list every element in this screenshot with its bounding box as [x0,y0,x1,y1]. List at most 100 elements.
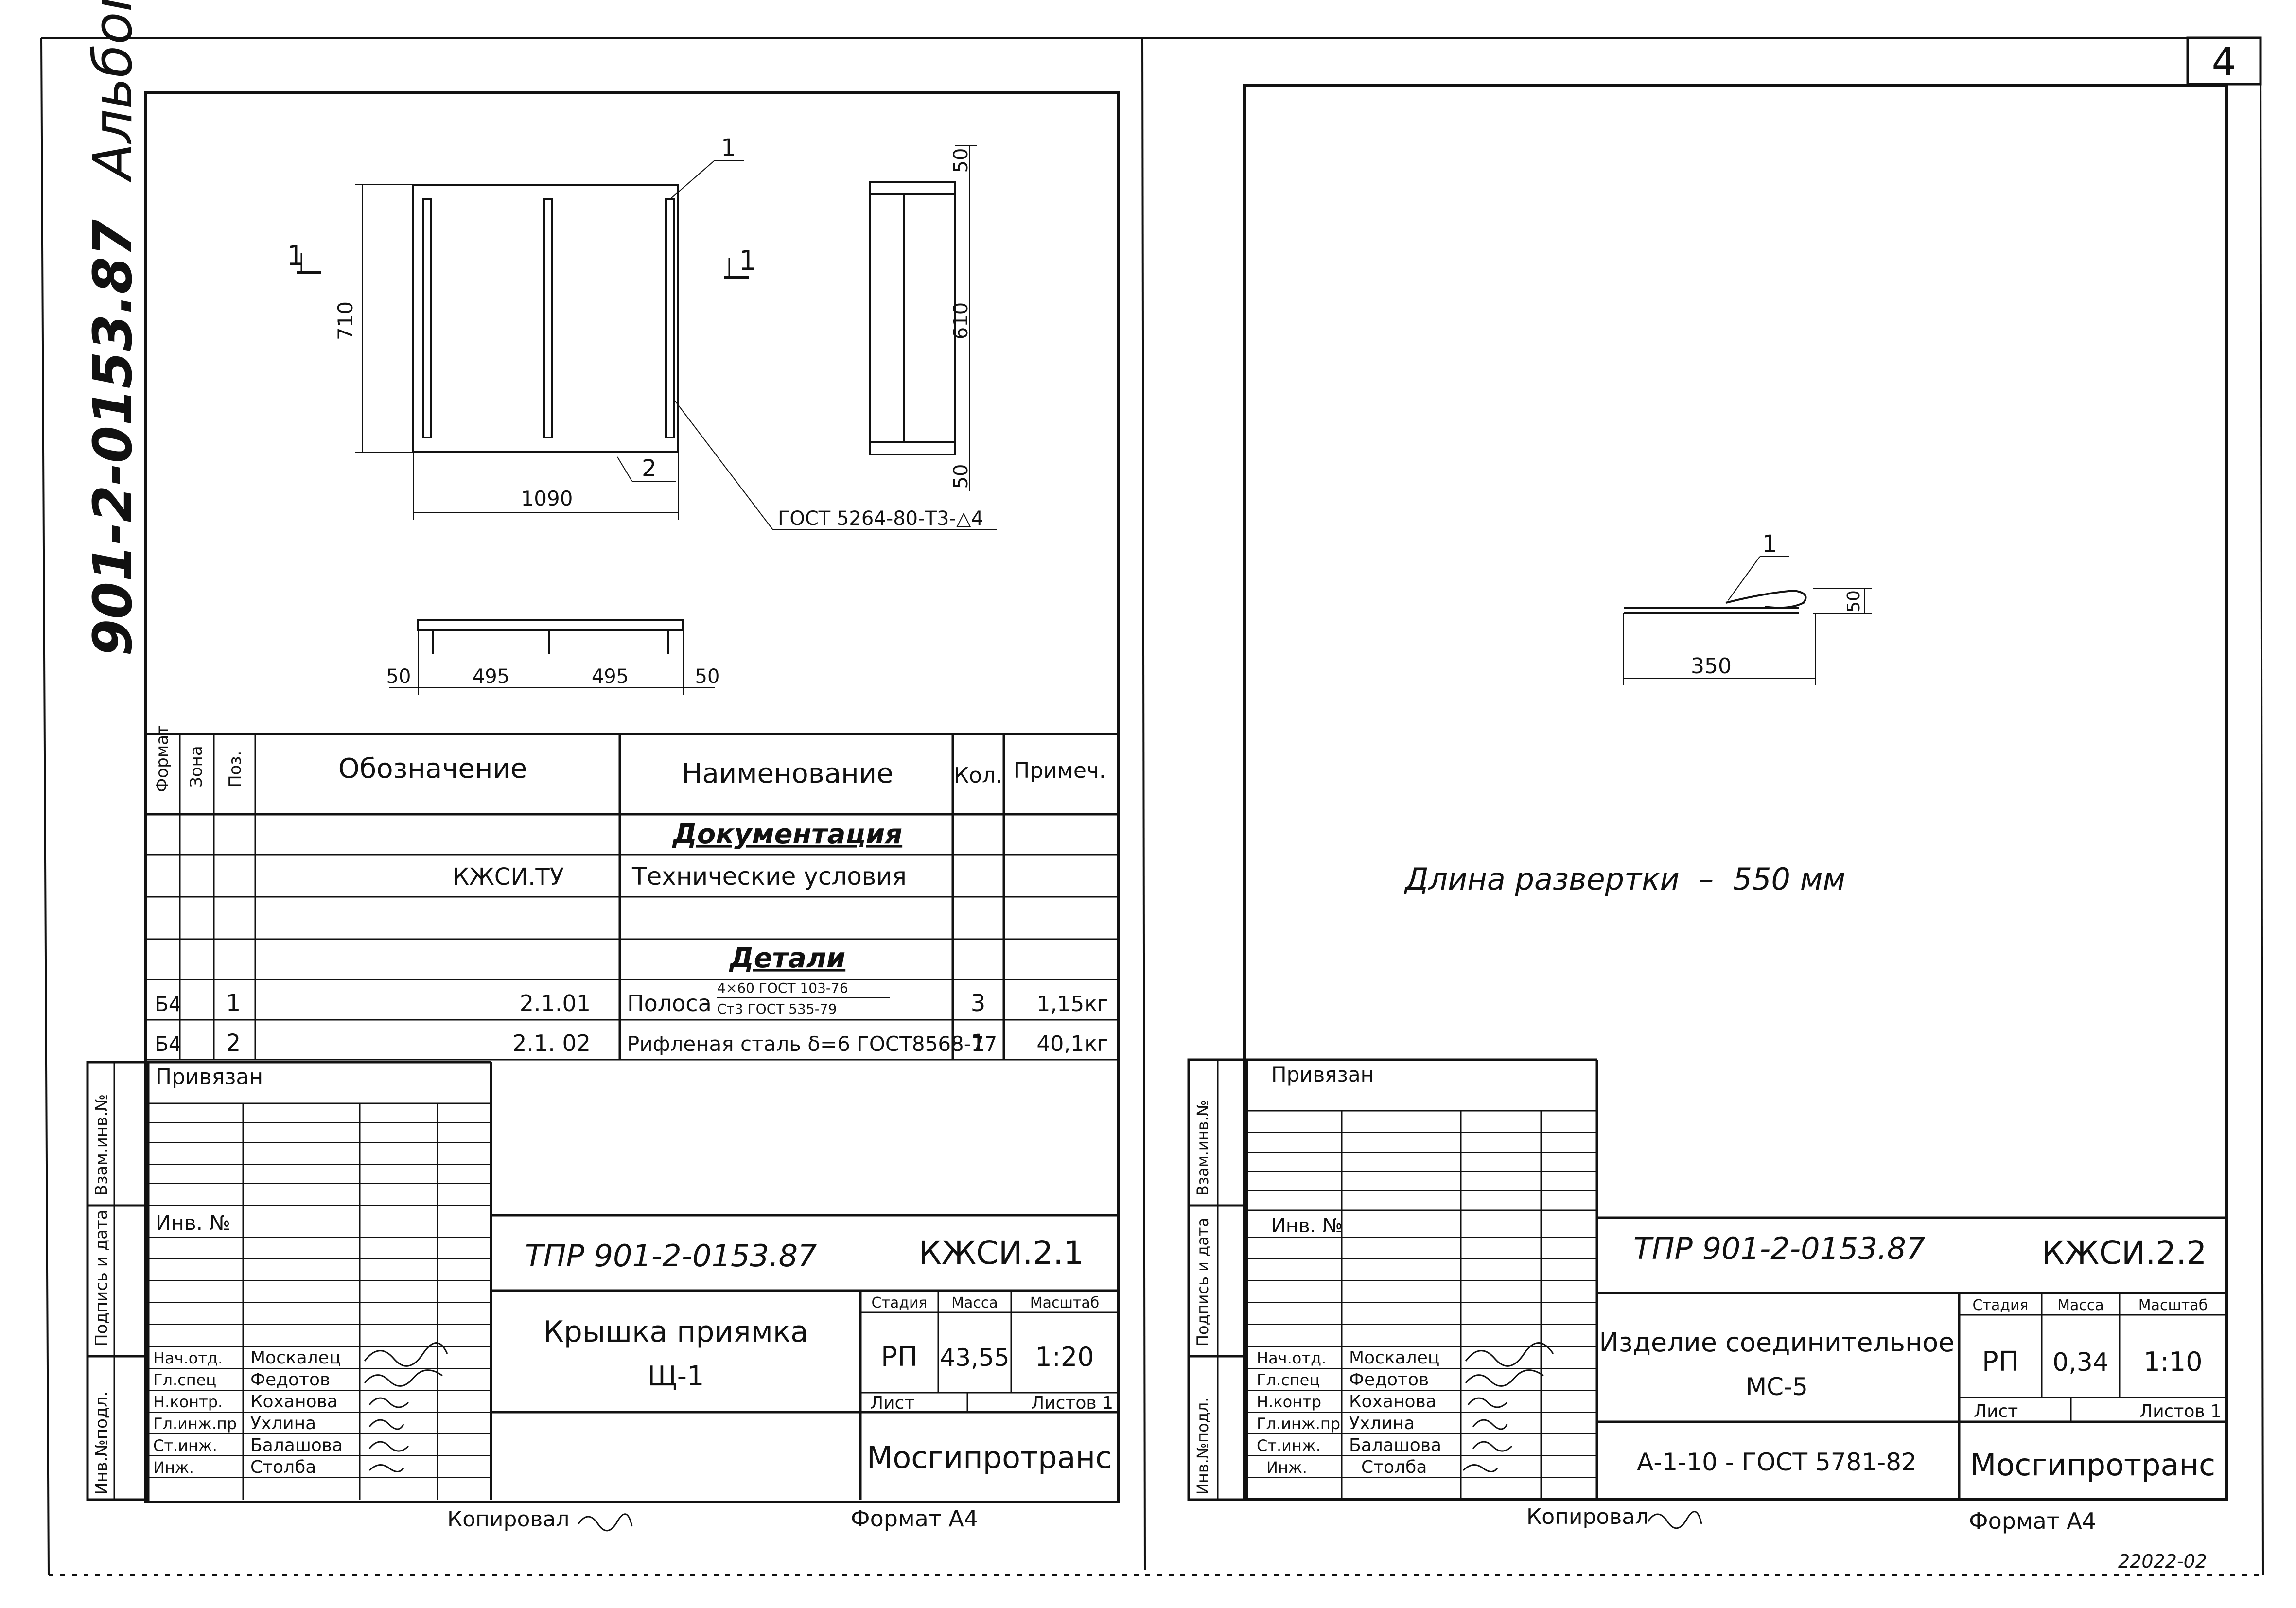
sheet1-pos2-label: 2 [642,455,657,482]
sheet2-inv-no: Инв. № [1271,1215,1343,1237]
sheet1-signer-role-3: Н.контр. [153,1393,223,1411]
spec-row2-name: Рифленая сталь δ=6 ГОСТ8568-77 [627,1032,997,1056]
sheet1-format: Формат А4 [851,1505,978,1532]
spec-header-note: Примеч. [1014,758,1106,783]
sheet1-signer-role-4: Гл.инж.пр [153,1415,237,1433]
sheet1-title-line1: Крышка приямка [543,1315,808,1349]
sheet1-inv-no: Инв. № [156,1211,230,1235]
margin-project-code: 901-2-0153.87 [82,219,144,656]
sheet1-scale: 1:20 [1035,1342,1094,1372]
spec-row1-pos: 1 [226,990,241,1017]
sheet2-signer-name-5: Балашова [1349,1435,1441,1455]
spec-doc-name: Технические условия [631,862,907,891]
sheet1-dim-bottom-3: 495 [592,665,629,688]
sheet2-standard: А-1-10 - ГОСТ 5781-82 [1637,1448,1917,1476]
sheet1-section-view [389,619,715,695]
sheet1-stamp-sign-date: Подпись и дата [92,1209,111,1346]
sheet1-privyazan: Привязан [156,1065,263,1089]
spec-row2-designation: 2.1. 02 [512,1030,591,1056]
sheet1-sheet-label: Лист [870,1393,914,1413]
sheet1-title-line2: Щ-1 [647,1361,704,1392]
sheet2-stage: РП [1982,1346,2019,1378]
sheet1-doc-number: ТПР 901-2-0153.87 [525,1238,817,1274]
spec-row1-note: 1,15кг [1036,992,1108,1016]
sheet1-stamp-inv: Инв.№подл. [92,1391,111,1495]
spec-section-docs: Документация [672,819,902,850]
sheet2-dim-length: 350 [1691,654,1732,679]
sheet1-org: Мосгипротранс [867,1440,1112,1475]
sheet2-stamp-sign-date: Подпись и дата [1193,1218,1212,1346]
sheet1-stage-label: Стадия [871,1294,927,1311]
sheet2-stage-label: Стадия [1972,1297,2028,1314]
sheet1-section-right: 1 [739,245,756,277]
sheet1-side-view [869,145,977,491]
sheet1-dim-bottom-1: 50 [386,665,411,688]
sheet1-signer-name-2: Федотов [250,1370,330,1390]
sheet2-doc-number: ТПР 901-2-0153.87 [1633,1231,1926,1266]
sheet2-privyazan: Привязан [1271,1063,1374,1086]
spec-row1-name: Полоса [627,990,712,1016]
sheet1-mass: 43,55 [940,1344,1009,1372]
sheet2-signer-name-2: Федотов [1349,1370,1429,1390]
sheet1-dim-bottom-4: 50 [695,665,720,688]
spec-header-name: Наименование [682,758,893,789]
sheet1-dim-side-middle: 610 [950,302,972,339]
sheet2-title-line1: Изделие соединительное [1599,1327,1954,1358]
spec-header-designation: Обозначение [338,753,527,785]
sheet2-pos1-label: 1 [1762,530,1777,558]
sheet2-mass-label: Масса [2057,1297,2104,1314]
sheet2-signer-role-6: Инж. [1266,1458,1307,1477]
sheet1-mass-label: Масса [951,1294,998,1311]
sheet1-section-left: 1 [287,240,304,272]
paper-border [40,37,2264,1576]
sheet2-stamp-inv: Инв.№подл. [1193,1398,1212,1495]
sheet1-signer-name-1: Москалец [250,1348,341,1368]
sheet1-signer-name-4: Ухлина [250,1414,316,1433]
spec-doc-designation: КЖСИ.ТУ [453,863,564,891]
sheet2-signer-name-4: Ухлина [1349,1414,1415,1433]
sheet2-stamp-vzam: Взам.инв.№ [1193,1100,1212,1196]
sheet2-format: Формат А4 [1969,1508,2096,1534]
sheet2-org: Мосгипротранс [1970,1447,2215,1483]
sheet2-unfold-text: Длина развертки – 550 мм [1403,861,1845,897]
sheet1-signer-role-5: Ст.инж. [153,1436,217,1455]
sheet2-scale-label: Масштаб [2138,1297,2208,1314]
spec-header-pos: Поз. [226,751,245,787]
sheet2-stamp-number: 22022-02 [2118,1551,2207,1572]
sheet1-dim-side-top: 50 [950,148,972,173]
sheet1-spec-table-grid [146,733,1118,1061]
sheet2-mass: 0,34 [2052,1348,2109,1377]
margin-album: Альбом II [82,0,144,183]
sheet1-signatures [364,1342,448,1472]
sheet2-dim-height: 50 [1844,590,1864,612]
spec-row2-note: 40,1кг [1036,1031,1108,1056]
margin-label: 901-2-0153.87 Альбом II [82,0,144,656]
spec-row1-designation: 2.1.01 [520,990,591,1016]
sheet2-signer-role-3: Н.контр [1257,1393,1321,1411]
sheet1-dim-side-bottom: 50 [950,464,972,489]
sheet2-title-line2: МС-5 [1746,1373,1808,1401]
sheet1-dim-width: 1090 [521,487,573,510]
spec-header-qty: Кол. [954,763,1002,788]
spec-row1-name-top: 4×60 ГОСТ 103-76 [717,980,848,996]
spec-row1-format: Б4 [155,992,182,1016]
sheet1-dim-bottom-2: 495 [473,665,509,688]
sheet1-signer-name-6: Столба [250,1457,316,1477]
sheet1-stamp-vzam: Взам.инв.№ [92,1094,111,1196]
sheet2-scale: 1:10 [2143,1346,2202,1377]
copied-signatures [578,1511,1702,1532]
spec-row2-pos: 2 [226,1030,241,1057]
sheet2-part-view [1623,556,1872,685]
page-number: 4 [2212,39,2237,85]
sheet2-sheets-label: Листов 1 [2139,1401,2222,1421]
spec-row1-qty: 3 [971,990,986,1017]
sheet2-frame [1243,84,2228,1501]
sheet2-signer-role-5: Ст.инж. [1257,1436,1321,1455]
sheet2-sheet-label: Лист [1974,1401,2018,1421]
sheet1-signer-name-5: Балашова [250,1435,343,1455]
sheet1-dim-height: 710 [333,301,357,340]
sheet2-signatures [1462,1342,1554,1472]
sheet1-sheets-label: Листов 1 [1031,1393,1113,1413]
spec-row2-qty: 1 [971,1030,986,1057]
sheet1-title-block-grid [86,1061,1118,1501]
